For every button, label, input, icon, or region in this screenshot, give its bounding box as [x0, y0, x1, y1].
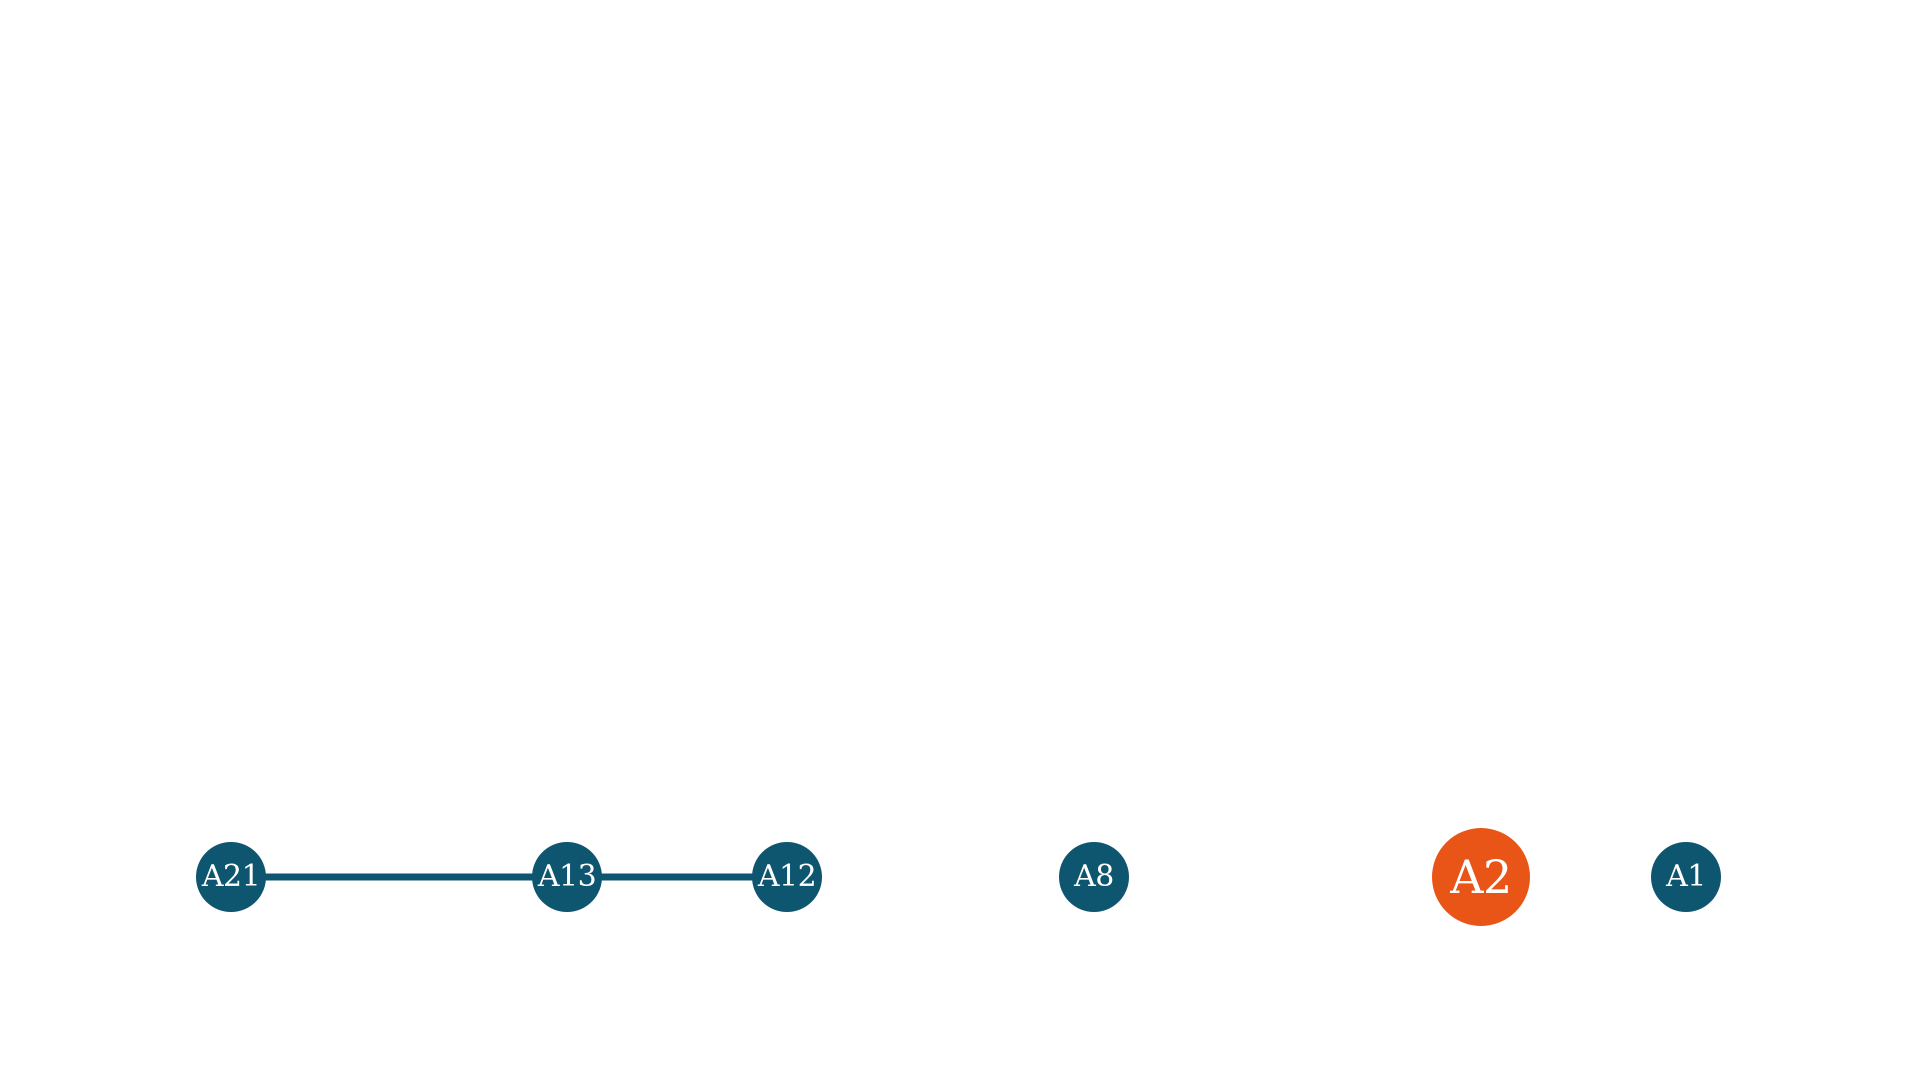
timeline-node-label: A8: [1074, 859, 1114, 894]
timeline-node-label: A12: [757, 859, 817, 894]
timeline-node-a13[interactable]: A13: [532, 842, 602, 912]
timeline-node-a1[interactable]: A1: [1651, 842, 1721, 912]
timeline-node-label: A1: [1666, 859, 1706, 894]
timeline-node-label: A21: [201, 859, 261, 894]
timeline-node-label: A2: [1450, 850, 1512, 904]
timeline-node-a12[interactable]: A12: [752, 842, 822, 912]
timeline-node-label: A13: [537, 859, 597, 894]
timeline-node-a2-active[interactable]: A2: [1432, 828, 1530, 926]
timeline-node-a21[interactable]: A21: [196, 842, 266, 912]
timeline-node-a8[interactable]: A8: [1059, 842, 1129, 912]
